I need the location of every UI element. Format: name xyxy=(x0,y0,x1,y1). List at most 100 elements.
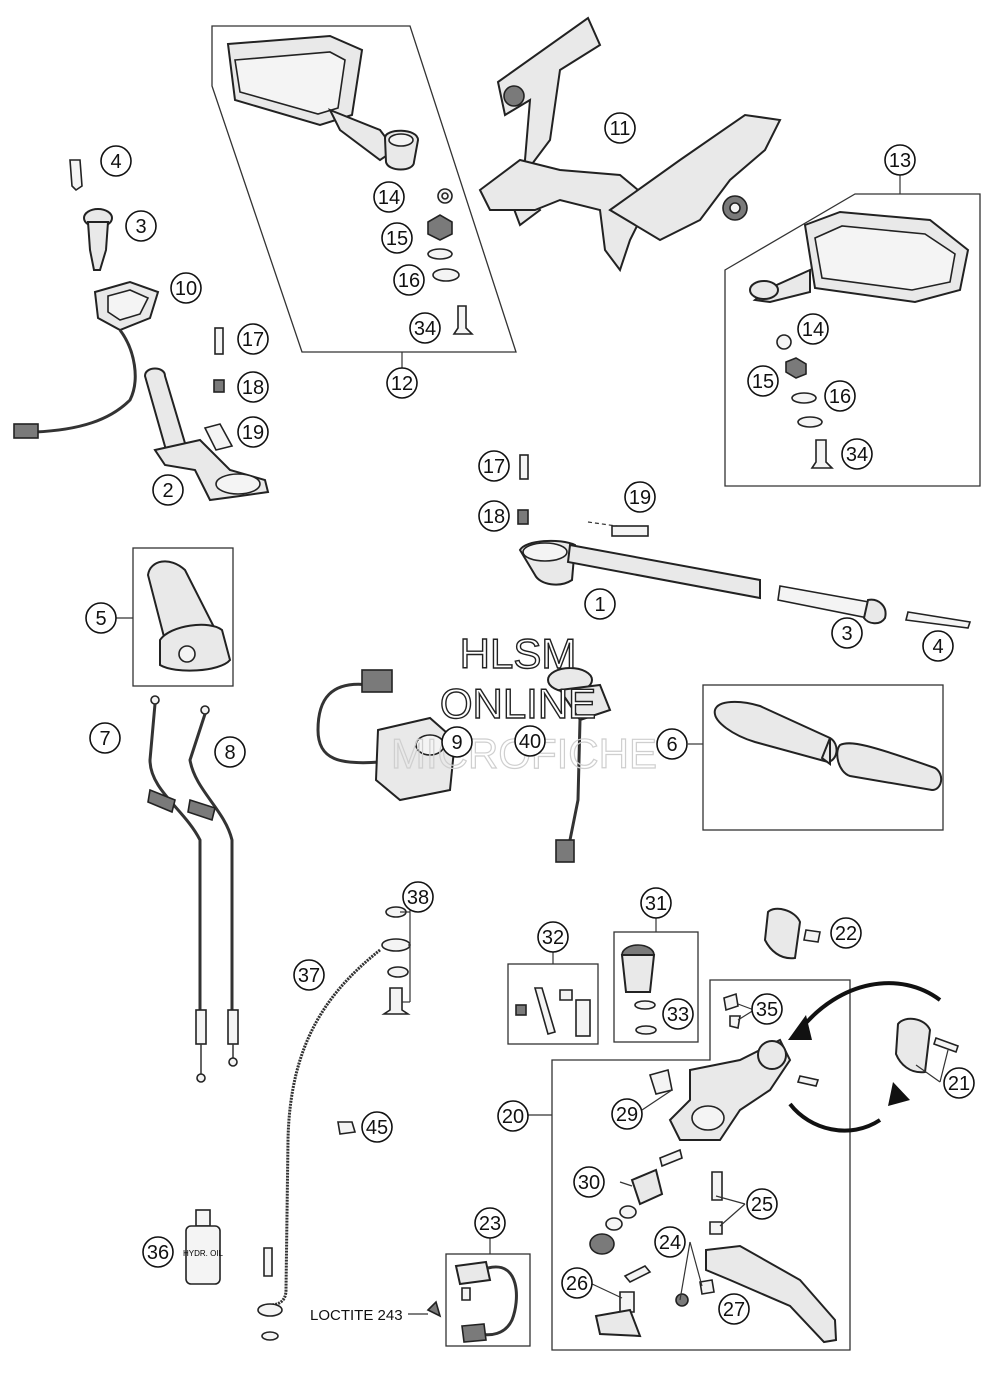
callout-circle xyxy=(514,725,546,757)
callout-number: 34 xyxy=(414,318,436,340)
callout-number: 26 xyxy=(566,1273,588,1295)
throttle-grip xyxy=(146,560,232,672)
callout-number: 32 xyxy=(542,927,564,949)
handlebar-right xyxy=(517,454,972,629)
watermark-line-1: HLSM xyxy=(460,630,577,677)
callout-number: 14 xyxy=(378,187,400,209)
callout-45: 45 xyxy=(361,1111,393,1143)
callout-circle xyxy=(237,323,269,355)
callout-number: 19 xyxy=(242,422,264,444)
callout-circle xyxy=(830,917,862,949)
leader-lines xyxy=(116,617,949,1301)
callout-circle xyxy=(237,416,269,448)
callout-3: 3 xyxy=(125,210,157,242)
callout-18: 18 xyxy=(478,500,510,532)
callout-14: 14 xyxy=(797,313,829,345)
callout-number: 37 xyxy=(298,965,320,987)
callout-7: 7 xyxy=(89,722,121,754)
mirror-left-frame xyxy=(211,25,517,353)
callout-circle xyxy=(611,1098,643,1130)
callout-number: 11 xyxy=(610,118,631,140)
callout-24: 24 xyxy=(654,1226,686,1258)
callout-number: 45 xyxy=(366,1117,388,1139)
callout-2: 2 xyxy=(152,474,184,506)
callout-20: 20 xyxy=(497,1100,529,1132)
callout-number: 16 xyxy=(398,270,420,292)
callout-23: 23 xyxy=(474,1207,506,1239)
callout-21: 21 xyxy=(943,1067,975,1099)
callout-number: 16 xyxy=(829,386,851,408)
mirror-right-hardware xyxy=(776,334,834,469)
callout-circle xyxy=(237,371,269,403)
callout-19: 19 xyxy=(624,481,656,513)
callout-number: 4 xyxy=(932,636,943,658)
callout-number: 29 xyxy=(616,1104,638,1126)
callout-circle xyxy=(922,630,954,662)
callout-circle xyxy=(831,617,863,649)
mirror-left xyxy=(226,34,420,171)
callout-19: 19 xyxy=(237,416,269,448)
callout-1: 1 xyxy=(584,588,616,620)
callout-30: 30 xyxy=(573,1166,605,1198)
callout-circle xyxy=(604,112,636,144)
callout-circle xyxy=(797,313,829,345)
callout-circle xyxy=(393,264,425,296)
callout-circle xyxy=(474,1207,506,1239)
mirror-right-frame xyxy=(724,193,981,487)
brake-lever xyxy=(594,1171,838,1344)
callout-5: 5 xyxy=(85,602,117,634)
reservoir xyxy=(620,944,657,1035)
callout-17: 17 xyxy=(237,323,269,355)
callout-number: 22 xyxy=(835,923,857,945)
callout-27: 27 xyxy=(718,1293,750,1325)
callout-circle xyxy=(100,145,132,177)
callout-circle xyxy=(746,1188,778,1220)
clamp-21 xyxy=(894,1017,960,1074)
callout-number: 17 xyxy=(483,456,505,478)
callout-4: 4 xyxy=(922,630,954,662)
callout-number: 13 xyxy=(889,150,911,172)
callout-25: 25 xyxy=(746,1188,778,1220)
callout-circle xyxy=(89,722,121,754)
handbrake-frame xyxy=(551,979,851,1351)
callout-11: 11 xyxy=(604,112,636,144)
switch-right xyxy=(316,669,457,802)
callout-circle xyxy=(662,998,694,1030)
callout-number: 30 xyxy=(578,1172,600,1194)
callout-34: 34 xyxy=(841,438,873,470)
callout-number: 27 xyxy=(723,1299,745,1321)
callout-circle xyxy=(214,736,246,768)
callout-35: 35 xyxy=(751,993,783,1025)
callout-circle xyxy=(85,602,117,634)
clamp-22 xyxy=(763,907,821,960)
callout-circle xyxy=(537,921,569,953)
callout-number: 4 xyxy=(110,151,121,173)
switch-left xyxy=(13,280,160,439)
callout-circle xyxy=(409,312,441,344)
callout-number: 5 xyxy=(95,608,106,630)
callout-circle xyxy=(751,993,783,1025)
piston-kit xyxy=(589,1148,683,1255)
callout-31: 31 xyxy=(640,887,672,919)
bar-end-weight-left xyxy=(83,208,113,271)
callout-circle xyxy=(747,365,779,397)
callout-circle xyxy=(654,1226,686,1258)
callout-layer: 4310171819214151634121113141516341718191… xyxy=(85,112,975,1325)
callout-circle xyxy=(640,887,672,919)
callout-number: 7 xyxy=(99,728,110,750)
callout-17: 17 xyxy=(478,450,510,482)
callout-number: 31 xyxy=(645,893,667,915)
callout-number: 38 xyxy=(407,887,429,909)
callout-13: 13 xyxy=(884,144,916,176)
fitting-kit xyxy=(515,987,591,1037)
mirror-left-hardware xyxy=(427,188,474,335)
callout-15: 15 xyxy=(381,222,413,254)
callout-22: 22 xyxy=(830,917,862,949)
callout-circle xyxy=(142,1236,174,1268)
callout-number: 12 xyxy=(391,373,413,395)
callout-number: 15 xyxy=(752,371,774,393)
callout-33: 33 xyxy=(662,998,694,1030)
callout-number: 23 xyxy=(479,1213,501,1235)
callout-circle xyxy=(656,728,688,760)
callout-circle xyxy=(884,144,916,176)
